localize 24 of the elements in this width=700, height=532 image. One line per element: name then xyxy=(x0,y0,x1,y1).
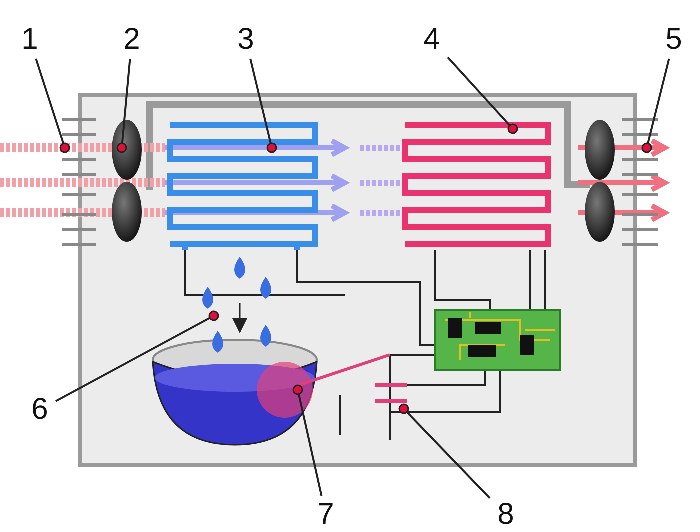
hot-coil xyxy=(402,122,551,247)
fan-drawing xyxy=(112,120,142,242)
callout-number: 5 xyxy=(660,23,688,57)
callout-number: 1 xyxy=(16,23,44,57)
capacitor-symbol xyxy=(375,383,407,403)
leader-line xyxy=(56,310,220,402)
cold-coil xyxy=(167,122,318,253)
float-sensor xyxy=(257,362,313,418)
callout-number: 3 xyxy=(232,23,260,57)
leader-line xyxy=(447,56,518,134)
leader-line xyxy=(292,384,323,496)
leader-line xyxy=(116,58,132,154)
callout-number: 4 xyxy=(418,23,446,57)
outlet-grille xyxy=(622,118,658,246)
callout-number: 2 xyxy=(118,23,146,57)
callout-number: 8 xyxy=(492,498,520,532)
leader-line xyxy=(642,58,670,154)
callout-number: 6 xyxy=(26,393,54,427)
callout-number: 7 xyxy=(312,498,340,532)
water-droplets xyxy=(202,257,272,353)
leader-line xyxy=(398,404,491,500)
intake-grille xyxy=(62,118,96,246)
leader-line xyxy=(250,58,278,154)
leader-line xyxy=(35,58,70,154)
